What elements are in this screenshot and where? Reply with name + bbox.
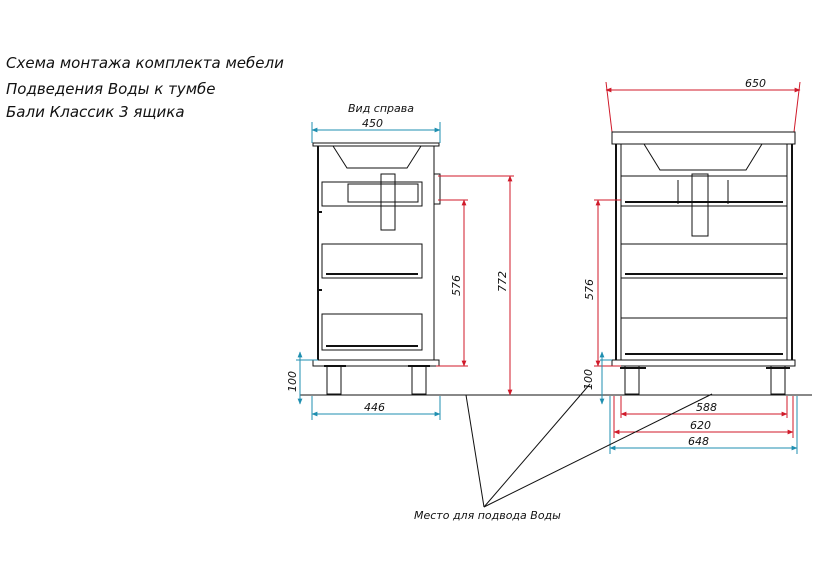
dim-side-total-height: 772 [496, 271, 509, 292]
dim-side-inlet-height: 576 [450, 275, 463, 296]
front-cabinet-body [611, 131, 796, 395]
water-point-label: Место для подвода Воды [414, 509, 561, 522]
title-block: Схема монтажа комплекта мебели Подведени… [6, 54, 284, 121]
title-line-2: Подведения Воды к тумбе [6, 80, 216, 98]
dim-side-width: 450 [362, 117, 383, 130]
water-point-leaders [465, 383, 713, 508]
title-line-1: Схема монтажа комплекта мебели [6, 54, 284, 72]
dim-side-depth: 446 [364, 401, 385, 414]
title-line-3: Бали Классик 3 ящика [6, 103, 185, 121]
side-view-label: Вид справа [348, 102, 414, 115]
dim-side-leg: 100 [286, 371, 299, 392]
dim-front-588: 588 [696, 401, 717, 414]
side-cabinet-body [312, 142, 441, 395]
dim-front-620: 620 [690, 419, 711, 432]
dim-front-leg: 100 [582, 369, 595, 390]
dim-front-648: 648 [688, 435, 709, 448]
dim-front-top: 650 [745, 77, 766, 90]
side-view: Вид справа 450 [286, 102, 612, 420]
dim-front-inlet-height: 576 [583, 279, 596, 300]
front-view: 650 [582, 77, 812, 454]
